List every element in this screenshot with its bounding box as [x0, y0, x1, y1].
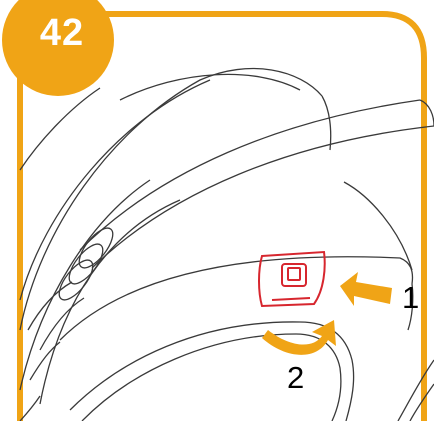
handlebar — [80, 100, 434, 268]
seat-shell — [20, 182, 434, 421]
callout-label-1: 1 — [402, 282, 419, 313]
canopy-lines — [20, 69, 331, 404]
tube-joint — [28, 223, 119, 380]
step-number: 42 — [22, 14, 102, 52]
arrow-left-icon — [340, 272, 392, 306]
callout-label-2: 2 — [287, 362, 304, 393]
curved-arrow-icon — [262, 320, 336, 355]
